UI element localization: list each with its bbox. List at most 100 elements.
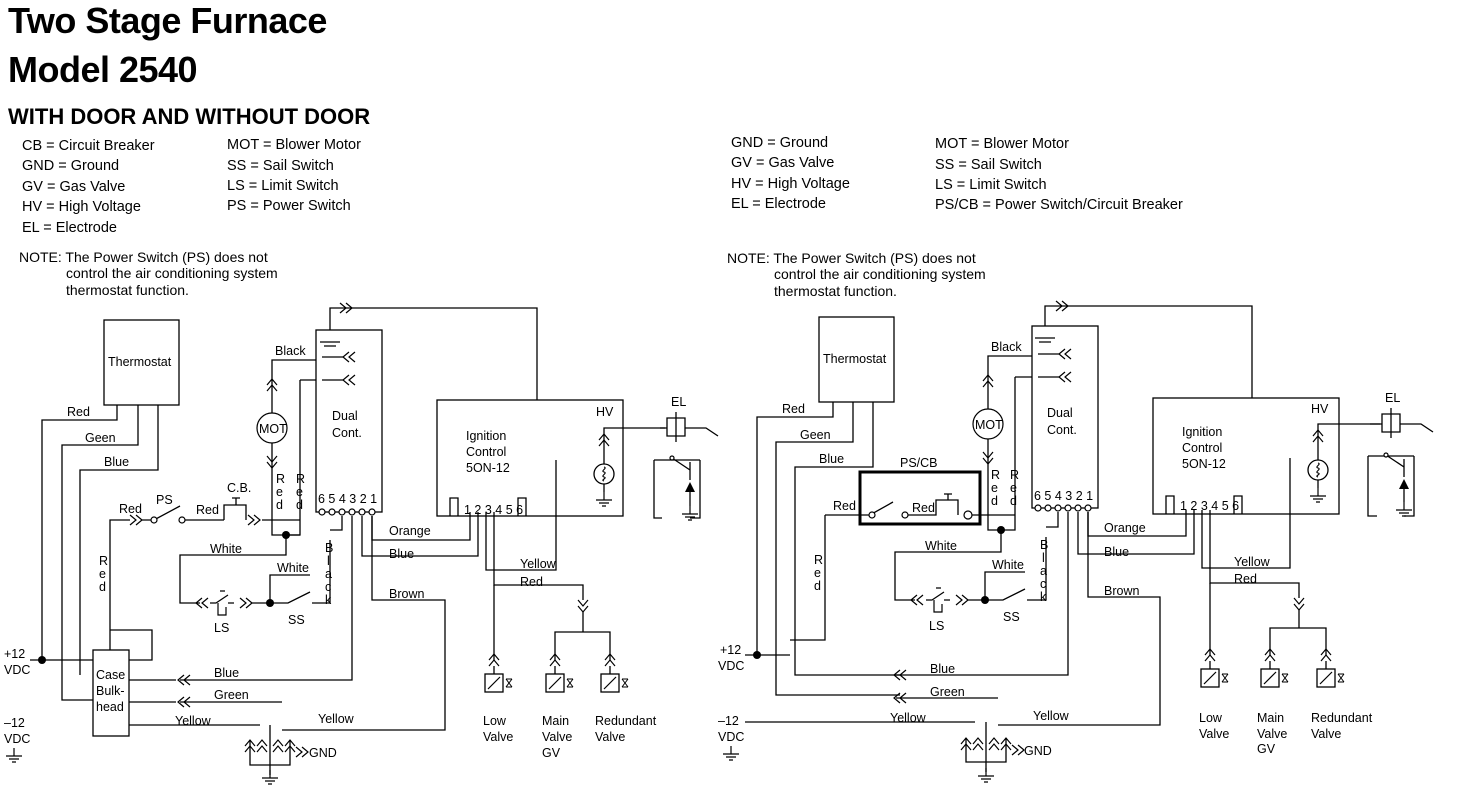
connector-icon [1293, 597, 1305, 611]
wire-label-black-v: B [325, 541, 333, 555]
thermostat-label: Thermostat [823, 352, 887, 366]
ground-icon [722, 745, 740, 761]
wire-label-red-v: R [991, 468, 1000, 482]
wire-label-blue-mid: Blue [1104, 545, 1129, 559]
legend-item: CB = Circuit Breaker [22, 138, 155, 154]
el-label: EL [1385, 391, 1400, 405]
wire-label-black-v: l [327, 554, 330, 568]
bulkhead-label-2: Bulk- [96, 684, 124, 698]
legend-item: GV = Gas Valve [731, 155, 835, 171]
wire-label-black: Black [275, 344, 306, 358]
legend-item: GND = Ground [22, 158, 120, 174]
electrode-icon [660, 412, 719, 442]
wire-label-blue: Blue [819, 452, 844, 466]
note-line: control the air conditioning system [66, 265, 278, 281]
connector-icon [129, 514, 143, 526]
right-diagram: Thermostat Red Geen Blue +12 VDC –12 VDC… [718, 300, 1434, 783]
wire-label-yellow-right: Yellow [1033, 709, 1070, 723]
main-valve-label-3: GV [1257, 742, 1276, 756]
redundant-valve-icon [1316, 668, 1345, 688]
connector-icon [256, 739, 268, 753]
hv-label: HV [596, 405, 614, 419]
high-voltage-icon [1307, 459, 1329, 481]
ign-pins: 1 2 3 4 5 6 [1180, 499, 1239, 513]
wire-blue [79, 405, 159, 675]
wire-label-black-v: a [325, 567, 332, 581]
wire-label-yellow: Yellow [1234, 555, 1271, 569]
wire-label-red-v3: d [99, 580, 106, 594]
low-valve-label-1: Low [483, 714, 507, 728]
wire-label-black-v: k [1040, 590, 1047, 604]
connector-icon [988, 737, 1000, 751]
low-valve-label-2: Valve [483, 730, 513, 744]
ground-icon [261, 769, 279, 785]
bulkhead-box [92, 649, 130, 737]
dual-cont-label-2: Cont. [1047, 423, 1077, 437]
legend-item: EL = Electrode [731, 196, 826, 212]
wire-label-black-v: c [1040, 577, 1046, 591]
note-line: thermostat function. [774, 283, 897, 299]
ignition-label-1: Ignition [466, 429, 506, 443]
electrode-icon [1370, 408, 1434, 438]
connector-icon [295, 746, 309, 758]
ground-icon [5, 747, 23, 763]
wire-label-red-v: e [1010, 481, 1017, 495]
wire-label-geen: Geen [85, 431, 116, 445]
legend-item: GND = Ground [731, 135, 829, 151]
cb-icon [223, 497, 247, 520]
legend-item: HV = High Voltage [731, 176, 850, 192]
ignition-label-1: Ignition [1182, 425, 1222, 439]
low-valve-icon [1200, 668, 1229, 688]
supply-neg-unit: VDC [718, 730, 744, 744]
note-line: control the air conditioning system [774, 266, 986, 282]
dual-pins: 6 5 4 3 2 1 [318, 492, 377, 506]
ignition-label-3: 5ON-12 [466, 461, 510, 475]
limit-switch-icon [925, 587, 951, 613]
hv-label: HV [1311, 402, 1329, 416]
bulkhead-label-3: head [96, 700, 124, 714]
gnd-bundle [249, 725, 291, 775]
low-valve-label-2: Valve [1199, 727, 1229, 741]
wire-label-brown: Brown [1104, 584, 1139, 598]
legend-item: MOT = Blower Motor [227, 137, 361, 153]
connector-icon [247, 514, 261, 526]
connector-icon [955, 594, 969, 606]
gnd-label: GND [309, 746, 337, 760]
section-heading: WITH DOOR AND WITHOUT DOOR [8, 104, 371, 129]
wire-label-red-ps: Red [119, 502, 142, 516]
ignition-control-box [1152, 397, 1340, 515]
wire-label-white-2: White [992, 558, 1024, 572]
legend-item: EL = Electrode [22, 220, 117, 236]
mot-label: MOT [259, 422, 287, 436]
ground-icon [1395, 501, 1413, 517]
wire-label-white: White [210, 542, 242, 556]
dual-control-box [315, 329, 383, 513]
supply-pos-unit: VDC [718, 659, 744, 673]
wire-label-red-v: e [991, 481, 998, 495]
dual-cont-label-2: Cont. [332, 426, 362, 440]
thermostat-label: Thermostat [108, 355, 172, 369]
main-valve-label-2: Valve [542, 730, 572, 744]
connector-icon [239, 597, 253, 609]
gnd-label: GND [1024, 744, 1052, 758]
ignition-label-2: Control [1182, 441, 1222, 455]
page-title: Two Stage Furnace [8, 0, 327, 41]
wire-red-ps [109, 519, 153, 661]
wire-label-red-v: d [991, 494, 998, 508]
dual-control-box [1031, 325, 1099, 509]
wire-label-black-v: a [1040, 564, 1047, 578]
wire-label-yellow: Yellow [520, 557, 557, 571]
wire-label-red-v: R [276, 472, 285, 486]
ignition-control-box [436, 399, 624, 517]
ground-icon [977, 767, 995, 783]
ls-label: LS [214, 621, 229, 635]
wire-label-yellow-left: Yellow [890, 711, 927, 725]
wire-label-yellow-left: Yellow [175, 714, 212, 728]
gnd-bundle [965, 722, 1007, 772]
supply-pos-label: +12 [720, 643, 741, 657]
connector-icon [972, 737, 984, 751]
ls-label: LS [929, 619, 944, 633]
thermostat-box [818, 316, 895, 403]
ignition-label-2: Control [466, 445, 506, 459]
